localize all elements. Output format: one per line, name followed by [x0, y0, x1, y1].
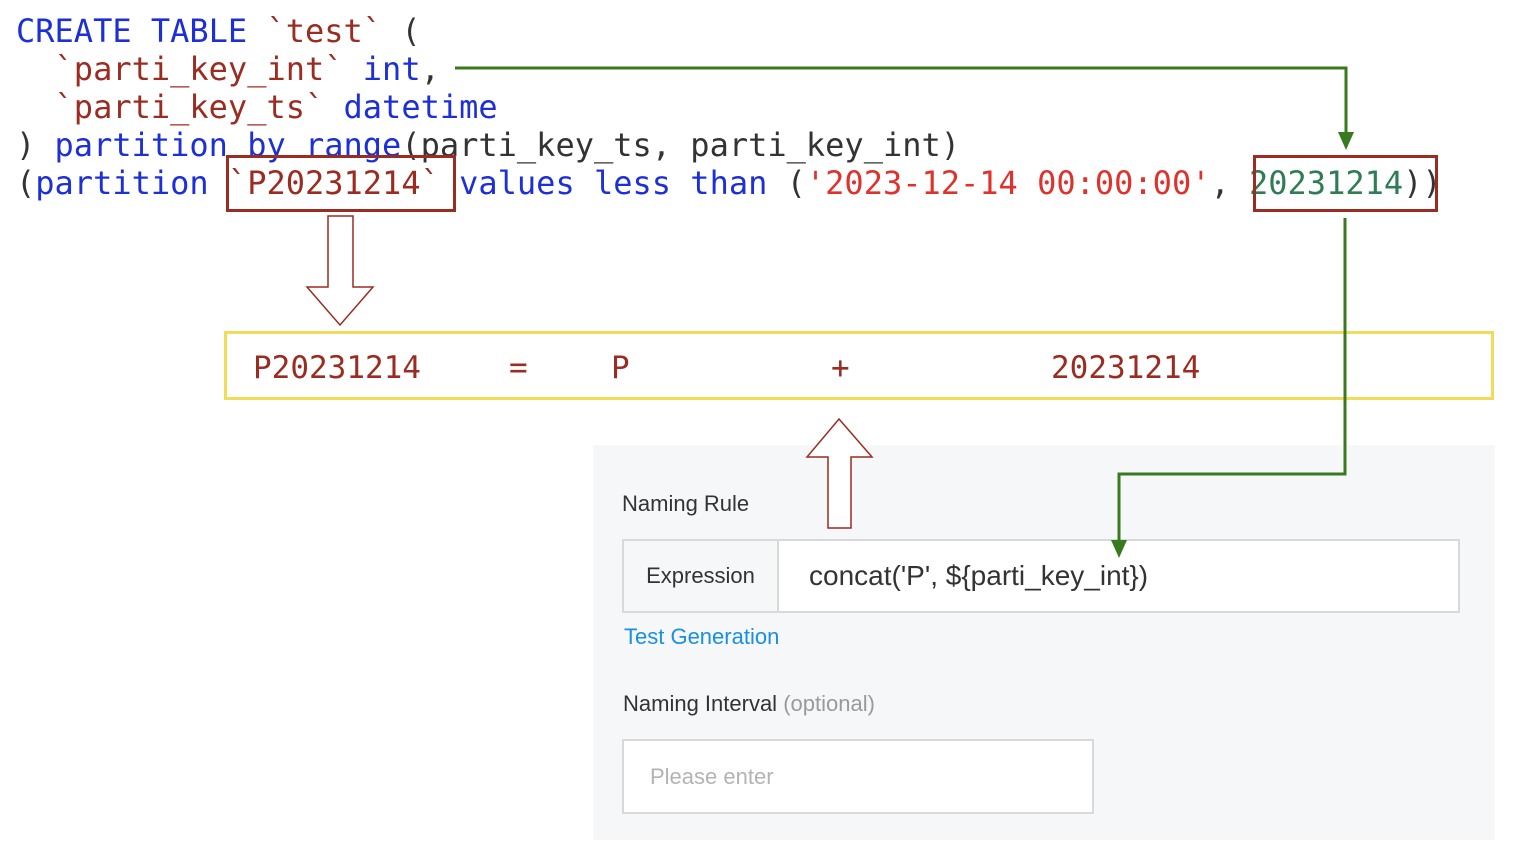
sql-code-block: CREATE TABLE `test` ( `parti_key_int` in…	[16, 12, 1442, 202]
line-5: (partition `P20231214` values less than …	[16, 164, 1442, 202]
formula-equals: =	[509, 350, 528, 386]
type-int: int	[362, 50, 421, 88]
line-4: ) partition by range(parti_key_ts, parti…	[16, 126, 960, 164]
naming-interval-label: Naming Interval (optional)	[623, 691, 875, 717]
optional-hint: (optional)	[783, 691, 875, 716]
line-1: CREATE TABLE `test` (	[16, 12, 421, 50]
int-literal: 20231214	[1249, 164, 1404, 202]
partition-name: `P20231214`	[227, 164, 440, 202]
table-name: `test`	[266, 12, 383, 50]
open-paren: (	[16, 164, 36, 202]
close-paren: )	[16, 126, 36, 164]
datetime-literal: '2023-12-14 00:00:00'	[805, 164, 1211, 202]
comma: ,	[1210, 164, 1230, 202]
column-parti-key-int: `parti_key_int`	[54, 50, 344, 88]
expression-field[interactable]: concat('P', ${parti_key_int})	[809, 560, 1149, 591]
expression-addon: Expression	[624, 541, 779, 611]
comma: ,	[420, 50, 440, 88]
formula-plus: +	[831, 350, 850, 386]
range-args: (parti_key_ts, parti_key_int)	[401, 126, 961, 164]
hollow-down-arrow	[305, 215, 375, 327]
keyword-create: CREATE	[16, 12, 132, 50]
formula-suffix: 20231214	[1051, 350, 1201, 386]
formula-result: P20231214	[253, 350, 421, 386]
keyword-table: TABLE	[150, 12, 248, 50]
keyword-than: than	[690, 164, 768, 202]
keyword-partition: partition	[54, 126, 228, 164]
naming-interval-input[interactable]	[622, 739, 1094, 814]
column-parti-key-ts: `parti_key_ts`	[54, 88, 325, 126]
keyword-less: less	[593, 164, 672, 202]
partition-name-highlight	[226, 155, 456, 212]
open-paren: (	[786, 164, 806, 202]
type-datetime: datetime	[343, 88, 498, 126]
line-3: `parti_key_ts` datetime	[16, 88, 498, 126]
keyword-values: values	[459, 164, 575, 202]
naming-config-panel: Naming Rule Expression concat('P', ${par…	[593, 445, 1495, 840]
test-generation-link[interactable]: Test Generation	[624, 624, 780, 649]
formula-prefix: P	[611, 350, 630, 386]
naming-interval-label-text: Naming Interval	[623, 691, 778, 716]
open-paren: (	[401, 12, 421, 50]
keyword-partition: partition	[35, 164, 209, 202]
expression-input-group[interactable]: Expression concat('P', ${parti_key_int})	[622, 539, 1460, 613]
naming-rule-label: Naming Rule	[622, 491, 750, 516]
line-2: `parti_key_int` int,	[16, 50, 440, 88]
int-literal-highlight	[1253, 155, 1438, 212]
formula-bar: P20231214 = P + 20231214	[224, 331, 1494, 400]
